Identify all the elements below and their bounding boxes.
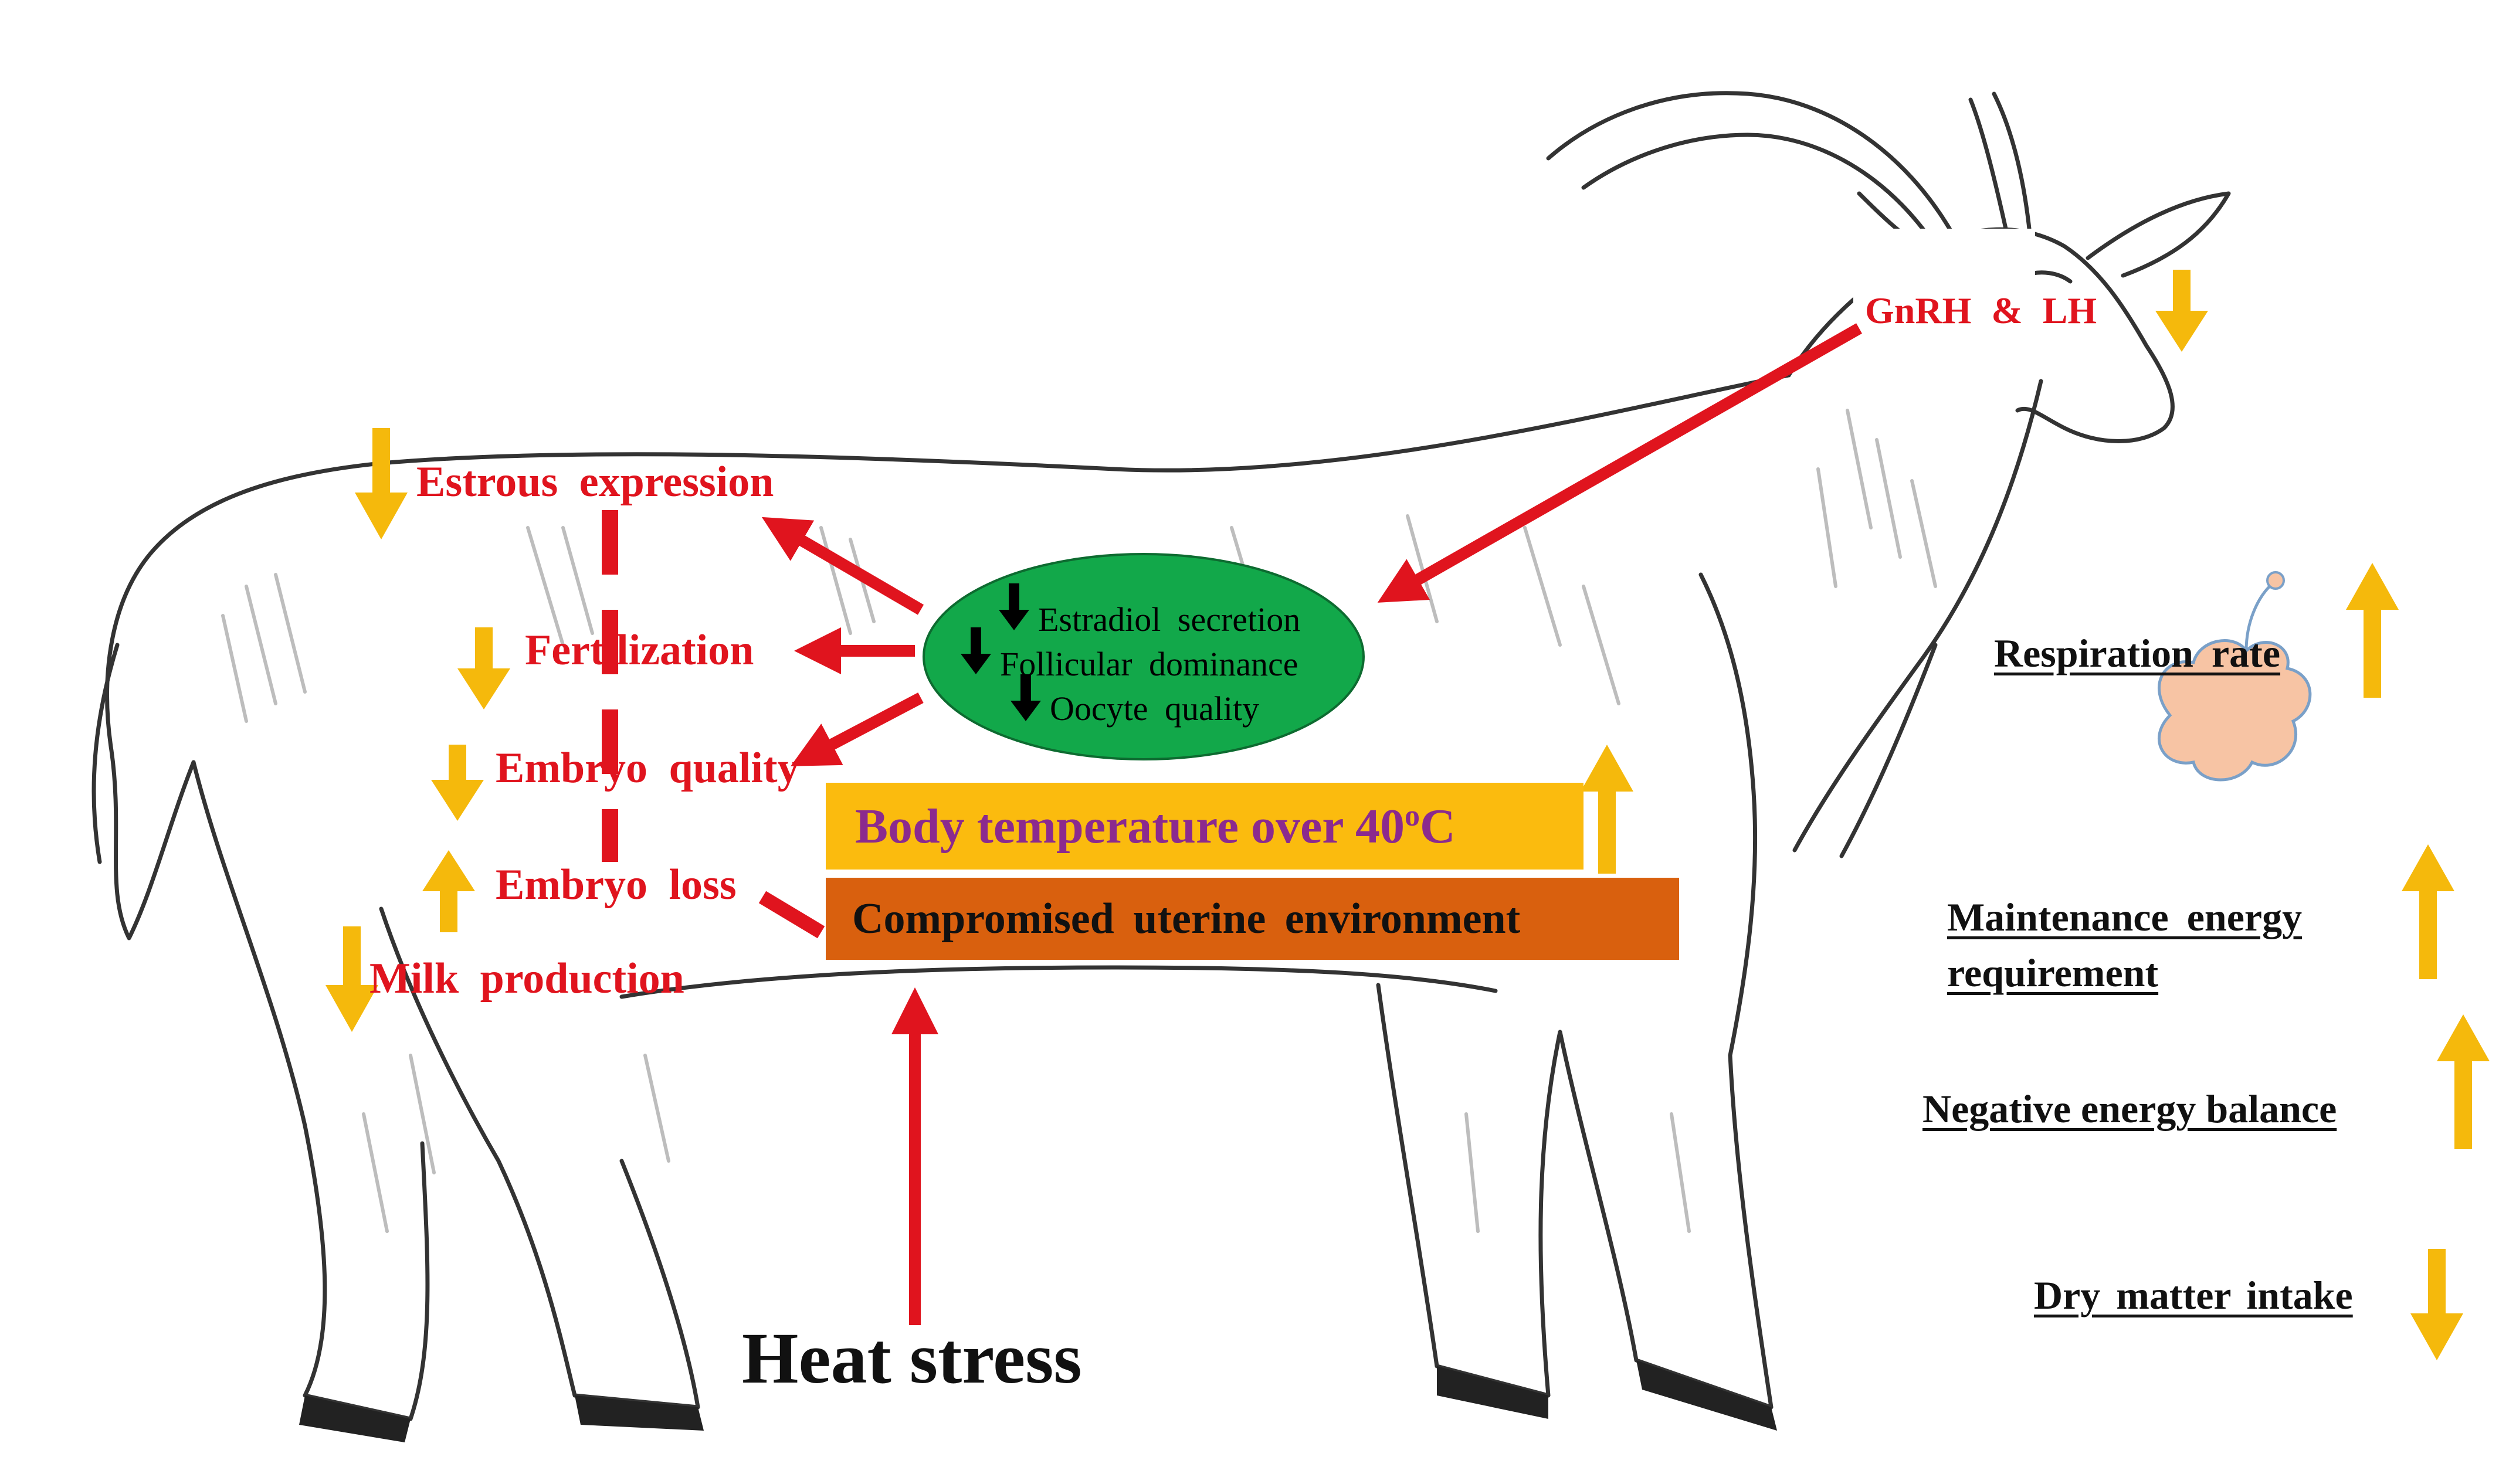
body-temperature-box: Body temperature over 40oC	[826, 783, 1584, 870]
up-arrow-icon	[422, 850, 475, 932]
down-arrow-icon	[325, 926, 378, 1032]
oval-line-follicular: Follicular dominance	[1000, 645, 1298, 683]
label-gnrh-lh: GnRH & LH	[1865, 290, 2097, 331]
label-negative-energy-balance: Negative energy balance	[1922, 1086, 2337, 1131]
label-maintenance-requirement: requirement	[1947, 950, 2159, 995]
uterine-text: Compromised uterine environment	[852, 894, 1521, 943]
label-dry-matter-intake: Dry matter intake	[2034, 1273, 2353, 1317]
down-arrow-icon	[355, 428, 408, 539]
down-arrow-icon	[431, 745, 484, 821]
uterine-environment-box: Compromised uterine environment	[826, 878, 1679, 960]
up-arrow-icon	[2402, 844, 2454, 979]
temperature-unit: C	[1420, 799, 1456, 854]
label-heat-stress: Heat stress	[742, 1318, 1082, 1398]
label-milk-production: Milk production	[369, 955, 684, 1003]
oval-to-embryo-quality-arrow	[791, 692, 924, 766]
label-maintenance-energy: Maintenance energy	[1947, 895, 2303, 939]
label-embryo-loss: Embryo loss	[496, 861, 737, 909]
down-arrow-icon	[2410, 1249, 2463, 1360]
down-arrow-icon	[1011, 674, 1041, 721]
oval-to-estrous-arrow	[761, 517, 924, 615]
temperature-text: Body temperature over 40	[855, 799, 1405, 854]
lungs-icon	[2158, 571, 2312, 782]
oval-line-oocyte: Oocyte quality	[1050, 690, 1260, 728]
down-arrow-icon	[961, 627, 991, 674]
down-arrow-icon	[2155, 270, 2208, 352]
up-arrow-icon	[2346, 563, 2399, 698]
gnrh-label-panel	[1853, 229, 2035, 387]
down-arrow-icon	[999, 583, 1029, 630]
label-fertilization: Fertilization	[525, 626, 754, 674]
label-respiration-rate: Respiration rate	[1994, 631, 2281, 675]
down-arrow-icon	[457, 627, 510, 709]
up-arrow-icon	[2437, 1014, 2490, 1149]
temperature-degree: o	[1405, 799, 1420, 833]
embryo-loss-connector	[758, 891, 825, 939]
gnrh-to-oval-arrow	[1377, 323, 1862, 603]
oval-line-estradiol: Estradiol secretion	[1038, 600, 1301, 639]
label-embryo-quality: Embryo quality	[496, 744, 799, 792]
up-arrow-icon	[1581, 745, 1633, 874]
ovary-effects-oval	[923, 553, 1365, 760]
label-estrous-expression: Estrous expression	[416, 458, 774, 506]
